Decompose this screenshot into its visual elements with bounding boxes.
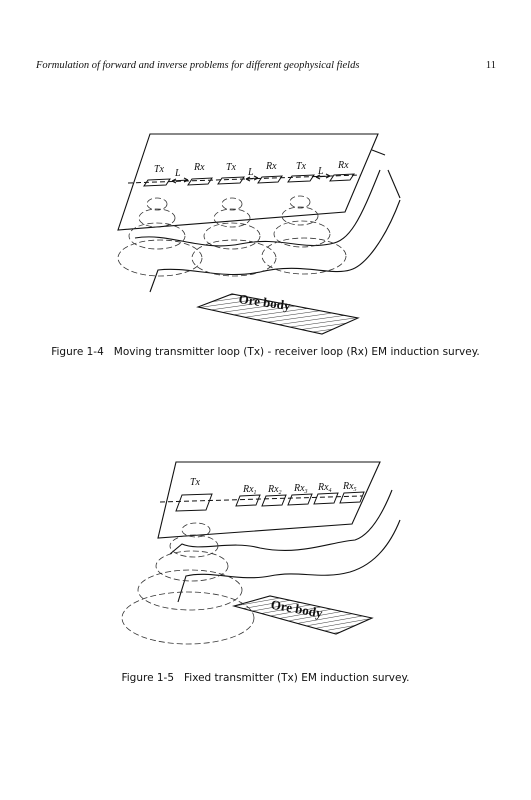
rx-loop-3	[287, 493, 313, 506]
figure-1-4-caption-text: Moving transmitter loop (Tx) - receiver …	[113, 346, 480, 358]
rx-label-4-text: Rx	[317, 482, 329, 493]
figure-1-5-caption-label: Figure 1-5	[121, 672, 175, 684]
rx-label-2: Rx2	[267, 484, 282, 496]
rx-label-2-text: Rx	[267, 484, 279, 495]
rx-label-2-sub: 2	[279, 490, 282, 496]
tx-loop-2	[217, 176, 245, 185]
rx-label-1-text: Rx	[242, 484, 254, 495]
rx-label-3: Rx	[337, 160, 349, 171]
rx-label-2: Rx	[265, 161, 277, 172]
rx-loop-1	[187, 177, 213, 186]
layer-2-curve	[149, 199, 401, 293]
rx-label-3-text: Rx	[293, 483, 305, 494]
survey-line	[159, 495, 363, 503]
l-label-3: L	[317, 166, 324, 177]
l-label-1: L	[174, 168, 181, 179]
tx-label: Tx	[190, 477, 201, 488]
ore-body	[231, 595, 374, 635]
tx-loop-3	[287, 174, 315, 183]
surface-plane	[157, 461, 381, 539]
rx-loop-3	[329, 173, 355, 182]
tx-label-2: Tx	[226, 162, 237, 173]
page-header: Formulation of forward and inverse probl…	[36, 60, 496, 76]
figure-1-5-caption-text: Fixed transmitter (Tx) EM induction surv…	[184, 672, 410, 684]
rx-label-5: Rx5	[342, 481, 357, 493]
figure-1-5-caption: Figure 1-5 Fixed transmitter (Tx) EM indu…	[0, 672, 531, 684]
rx-loop-1	[235, 494, 261, 507]
rx-label-5-sub: 5	[354, 487, 357, 493]
page-number: 11	[485, 60, 496, 71]
l-label-2: L	[247, 167, 254, 178]
layer-1-curve	[169, 489, 393, 555]
figure-1-5-diagram: Tx Rx1 Rx2 Rx3 Rx4 Rx5 Ore body	[121, 461, 401, 645]
tx-loop	[175, 493, 213, 512]
rx-loop-4	[313, 492, 339, 505]
running-title: Formulation of forward and inverse probl…	[36, 60, 360, 71]
tx-loop-1	[143, 178, 171, 187]
rx-loop-5	[339, 491, 365, 504]
tx-label-1: Tx	[154, 164, 165, 175]
rx-label-3-sub: 3	[304, 489, 308, 495]
figure-1-4-caption: Figure 1-4 Moving transmitter loop (Tx) -…	[0, 346, 531, 358]
layer-2-curve	[177, 519, 401, 603]
rx-label-3: Rx3	[293, 483, 308, 495]
figure-1-4-caption-label: Figure 1-4	[51, 346, 104, 358]
ore-body-label: Ore body	[238, 291, 292, 313]
rx-label-4-sub: 4	[329, 487, 332, 494]
rx-loop-2	[257, 175, 283, 184]
rx-loop-2	[261, 494, 287, 507]
tx-label-3: Tx	[296, 161, 307, 172]
figure-1-4-diagram: Tx Rx L Tx Rx L Tx Rx L Ore body	[117, 133, 401, 335]
rx-label-1: Rx1	[242, 484, 257, 496]
ore-body	[196, 293, 360, 335]
rx-label-4: Rx4	[317, 482, 332, 494]
rx-label-1-sub: 1	[254, 490, 257, 496]
rx-label-1: Rx	[193, 162, 205, 173]
rx-label-5-text: Rx	[342, 481, 354, 492]
surface-plane	[117, 133, 379, 231]
